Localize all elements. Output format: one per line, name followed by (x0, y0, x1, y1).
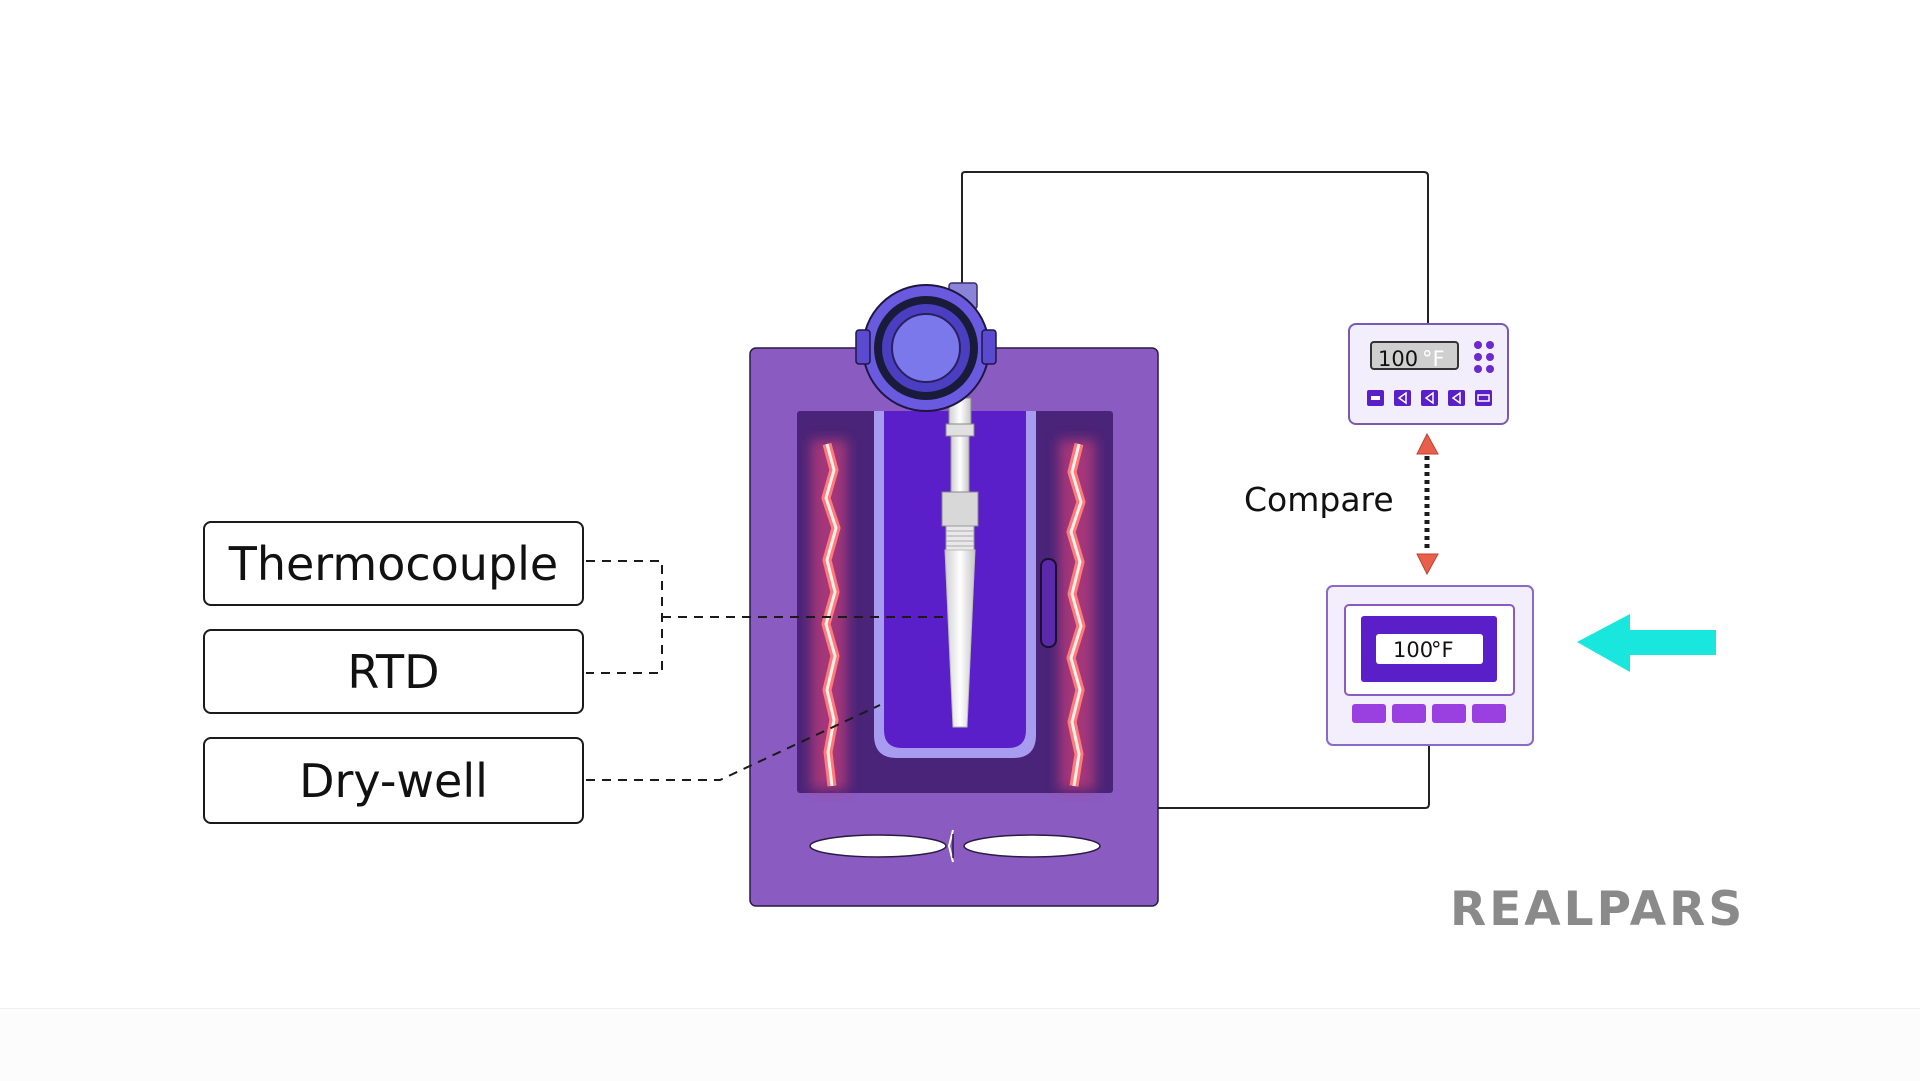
leader-thermocouple-rtd-bracket (586, 560, 663, 674)
leader-lines (586, 560, 945, 781)
reference-thermometer (1348, 323, 1509, 425)
calibrator-unit: °F (1431, 638, 1454, 662)
signal-wire-top (961, 171, 1429, 324)
keypad-dots (1474, 341, 1494, 373)
fan-blade-icon (809, 829, 1101, 863)
probe-neck (950, 435, 970, 493)
calibrator-buttons (1352, 704, 1506, 723)
probe-nut (945, 423, 975, 437)
transmitter-lug-left (855, 329, 871, 365)
thermocouple-label: Thermocouple (228, 536, 559, 591)
leader-dry-well (586, 704, 881, 781)
transmitter-display (891, 313, 961, 383)
reference-value: 100 (1378, 347, 1418, 371)
reference-rtd-sensor (1040, 558, 1057, 648)
dry-well-label: Dry-well (299, 753, 488, 808)
calibrator-lcd (1376, 634, 1483, 664)
transmitter-lug-right (981, 329, 997, 365)
dry-well-label-box: Dry-well (203, 737, 584, 824)
brand-logo: REALPARS (1450, 882, 1746, 937)
rtd-label-box: RTD (203, 629, 584, 714)
double-arrow-vertical-icon (1416, 432, 1439, 576)
cyan-arrow-left-icon (1577, 614, 1716, 672)
calibrator-controller (1326, 585, 1534, 746)
rtd-label: RTD (347, 644, 440, 699)
reference-unit: °F (1422, 347, 1445, 371)
calibrator-value: 100 (1393, 638, 1433, 662)
compare-label: Compare (1244, 480, 1394, 519)
bottom-band (0, 1008, 1920, 1081)
heater-element-right-core (1069, 443, 1083, 787)
reference-buttons (1367, 390, 1492, 406)
probe-thread-lines (946, 530, 974, 547)
heater-element-left-core (824, 443, 838, 787)
probe-hex-fitting (941, 491, 979, 527)
thermocouple-label-box: Thermocouple (203, 521, 584, 606)
reference-lcd (1370, 341, 1459, 370)
thermowell-probe (944, 549, 976, 728)
